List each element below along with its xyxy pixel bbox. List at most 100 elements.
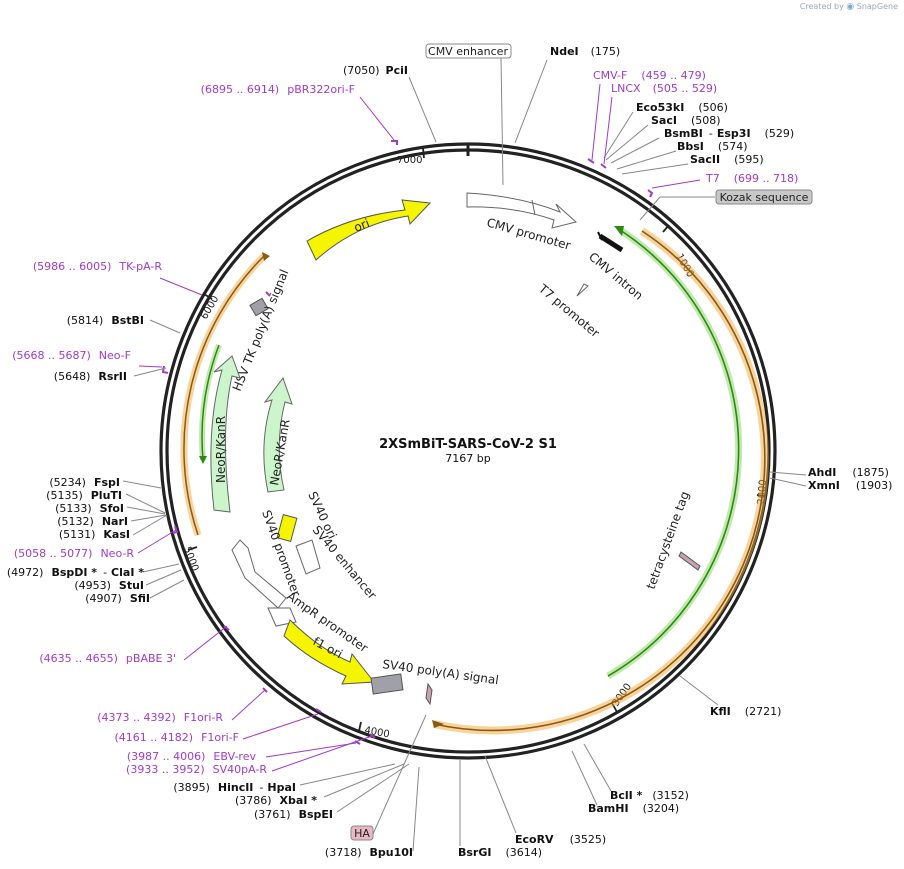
snapgene-credit: Created by ◉ SnapGene xyxy=(800,2,898,12)
enzyme-pos: (2721) xyxy=(745,705,782,718)
enzyme-xbai: (3786) XbaI * xyxy=(235,794,317,807)
enzyme-eco53ki: Eco53kI (506) xyxy=(636,101,728,114)
primer-range: (505 .. 529) xyxy=(653,82,718,95)
kozak-box: Kozak sequence xyxy=(715,189,813,205)
primer-leader-lines xyxy=(137,83,701,772)
primer-range: (4161 .. 4182) xyxy=(115,731,194,744)
cmv-enhancer-label: CMV enhancer xyxy=(428,45,508,58)
cmv-intron-label: CMV intron xyxy=(586,250,646,303)
enzyme-name: Eco53kI xyxy=(636,101,684,114)
enzyme-name: KflI xyxy=(710,705,731,718)
primer-pbr322ori-f: (6895 .. 6914) pBR322ori-F xyxy=(201,83,355,96)
sv40-polya-feature: SV40 poly(A) signal xyxy=(370,657,500,695)
enzyme-name: SfoI xyxy=(100,502,124,515)
enzyme-name: NarI xyxy=(102,515,128,528)
primer-range: (699 .. 718) xyxy=(734,172,799,185)
enzyme-pos: (4953) xyxy=(74,579,111,592)
primer-pbabe3: (4635 .. 4655)pBABE 3' xyxy=(39,652,176,665)
enzyme-name: XbaI * xyxy=(280,794,318,807)
enzyme-bspdi: (4972)BspDI *-ClaI * xyxy=(7,566,144,579)
cmv-enhancer-box: CMV enhancer xyxy=(425,43,512,59)
primer-neo-r: (5058 .. 5077)Neo-R xyxy=(14,547,134,560)
enzyme-bcli: BclI * (3152) xyxy=(610,789,689,802)
primer-name: Neo-R xyxy=(100,547,134,560)
enzyme-pos: (4972) xyxy=(7,566,44,579)
primer-name: TK-pA-R xyxy=(118,260,162,273)
primer-sv40pa-r: (3933 .. 3952) SV40pA-R xyxy=(126,763,267,776)
insert-orf xyxy=(432,226,769,735)
enzyme-name: XmnI xyxy=(808,479,840,492)
t7-promoter-label: T7 promoter xyxy=(535,281,602,340)
primer-name: F1ori-F xyxy=(201,731,239,744)
enzyme-pos: (5135) xyxy=(46,489,83,502)
primer-f1ori-f: (4161 .. 4182) F1ori-F xyxy=(115,731,240,744)
primer-name: F1ori-R xyxy=(184,711,224,724)
enzyme-pos: (5131) xyxy=(59,528,96,541)
neokan-feature-1: NeoR/KanR xyxy=(210,355,241,513)
plasmid-length: 7167 bp xyxy=(445,452,490,465)
primer-cmv-f: CMV-F(459 .. 479) xyxy=(593,69,706,82)
enzyme-name: BbsI xyxy=(677,140,704,153)
t7-promoter-feature: T7 promoter xyxy=(535,281,602,340)
enzyme-pos: (506) xyxy=(698,101,728,114)
enzyme-pluti: (5135) PluTI xyxy=(46,489,122,502)
enzyme-name: RsrII xyxy=(98,370,127,383)
enzyme-ecorv: EcoRV(3525) xyxy=(515,833,606,846)
primer-range: (459 .. 479) xyxy=(641,69,706,82)
enzyme-pos: (175) xyxy=(591,45,621,58)
primer-range: (3933 .. 3952) xyxy=(126,763,205,776)
enzyme-name: FspI xyxy=(94,476,120,489)
enzyme-pos: (4907) xyxy=(85,592,122,605)
enzyme-bsmbi: BsmBI-Esp3I(529) xyxy=(664,127,794,140)
enzyme-ndei: NdeI(175) xyxy=(550,45,620,58)
primer-name: T7 xyxy=(705,172,720,185)
enzyme-name: AhdI xyxy=(808,466,836,479)
enzyme-pos: (3895) xyxy=(173,781,210,794)
enzyme-pos: (3614) xyxy=(505,846,542,859)
primer-name: LNCX xyxy=(611,82,641,95)
enzyme-name: BsmBI xyxy=(664,127,703,140)
primer-range: (4635 .. 4655) xyxy=(39,652,118,665)
enzyme-pos: (5132) xyxy=(57,515,94,528)
enzyme-name: PluTI xyxy=(91,489,122,502)
enzyme-stui: (4953)StuI xyxy=(74,579,144,592)
enzyme-pos: (508) xyxy=(691,114,721,127)
tetracysteine-label: tetracysteine tag xyxy=(644,490,692,592)
primer-range: (6895 .. 6914) xyxy=(201,83,280,96)
enzyme-name: BspDI * xyxy=(51,566,97,579)
primer-name: pBR322ori-F xyxy=(287,83,355,96)
ha-label: HA xyxy=(354,827,370,840)
enzyme-rsrii: (5648)RsrII xyxy=(54,370,127,383)
enzyme-name: Bpu10I xyxy=(370,846,414,859)
enzyme-bamhi: BamHI(3204) xyxy=(588,802,679,815)
plasmid-name: 2XSmBiT-SARS-CoV-2 S1 xyxy=(379,437,557,452)
enzyme-pos: (3152) xyxy=(652,789,689,802)
cmv-promoter-feature: CMV promoter xyxy=(466,192,578,253)
enzyme-name: SacI xyxy=(651,114,677,127)
enzyme-sfoi: (5133) SfoI xyxy=(55,502,124,515)
left-orfs xyxy=(180,252,270,537)
enzyme-pos: (5133) xyxy=(55,502,92,515)
primer-range: (3987 .. 4006) xyxy=(127,750,206,763)
enzyme-pcii: (7050)PciI xyxy=(343,64,408,77)
enzyme-xmni: XmnI(1903) xyxy=(808,479,892,492)
primer-name: EBV-rev xyxy=(213,750,256,763)
enzyme-name: BsrGI xyxy=(458,846,491,859)
primer-name: SV40pA-R xyxy=(213,763,268,776)
enzyme-pos: (3761) xyxy=(254,808,291,821)
enzyme-sfii: (4907)SfiI xyxy=(85,592,150,605)
enzyme-bbsi: BbsI (574) xyxy=(677,140,748,153)
ori-label: ori xyxy=(352,216,372,235)
enzyme-pos: (3786) xyxy=(235,794,272,807)
enzyme-name: EcoRV xyxy=(515,833,554,846)
enzyme-name: BclI * xyxy=(610,789,643,802)
enzyme-fspi: (5234)FspI xyxy=(49,476,120,489)
enzyme-pos: (5814) xyxy=(67,314,104,327)
enzyme-name: BstBI xyxy=(111,314,144,327)
enzyme-kasi: (5131)KasI xyxy=(59,528,130,541)
enzyme-pos: (574) xyxy=(718,140,748,153)
enzyme-pos: (3204) xyxy=(643,802,680,815)
primer-range: (5986 .. 6005) xyxy=(33,260,112,273)
primer-name: Neo-F xyxy=(99,349,131,362)
